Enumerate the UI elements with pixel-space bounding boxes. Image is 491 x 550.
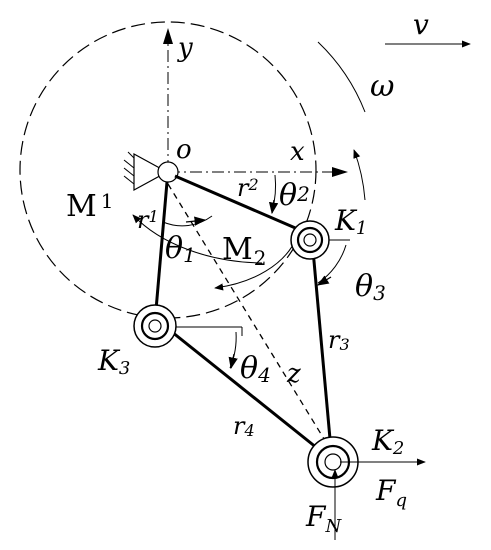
moment-m2-arc xyxy=(214,238,297,291)
fq-subscript: q xyxy=(395,490,407,511)
label-m2: M2 xyxy=(222,232,266,270)
label-theta3: θ3 xyxy=(355,269,386,305)
m2-symbol: M xyxy=(222,232,253,267)
theta2-arrow xyxy=(268,199,279,215)
m1-symbol: M xyxy=(66,189,97,224)
theta4-arrow xyxy=(228,353,238,370)
joint-k1 xyxy=(290,220,330,260)
y-axis-arrowhead xyxy=(163,28,173,44)
label-k1: K1 xyxy=(334,204,367,239)
theta1-arc xyxy=(162,215,213,227)
pivot-support xyxy=(123,151,179,192)
r1-symbol: r xyxy=(137,206,150,234)
label-z: z xyxy=(286,359,301,389)
label-r4: r4 xyxy=(233,412,255,440)
r4-subscript: 4 xyxy=(243,421,254,440)
joint-k3 xyxy=(133,304,177,348)
r2-subscript: 2 xyxy=(247,175,258,194)
theta1-arrow xyxy=(185,216,207,226)
theta4-subscript: 4 xyxy=(257,363,271,387)
label-k3: K3 xyxy=(97,344,130,379)
r3-subscript: 3 xyxy=(339,335,349,354)
theta1-symbol: θ xyxy=(165,231,183,266)
link-r1 xyxy=(154,181,169,311)
label-k2: K2 xyxy=(371,424,404,459)
fn-subscript: N xyxy=(324,516,342,537)
fq-symbol: F xyxy=(375,474,397,507)
moment-m1-arc xyxy=(132,214,263,264)
r4-symbol: r xyxy=(233,412,246,440)
link-r4 xyxy=(171,330,323,454)
label-fq: Fq xyxy=(375,474,407,511)
theta4-symbol: θ xyxy=(240,351,258,386)
label-x: x xyxy=(290,137,305,167)
r3-symbol: r xyxy=(328,326,341,354)
label-r1: r1 xyxy=(137,206,159,234)
label-y: y xyxy=(177,33,193,63)
label-theta2: θ2 xyxy=(279,178,310,213)
r2-symbol: r xyxy=(237,174,250,202)
theta2-symbol: θ xyxy=(279,178,297,213)
label-v: v xyxy=(413,8,429,41)
theta4-arc xyxy=(229,331,237,369)
theta3-symbol: θ xyxy=(355,269,373,304)
label-theta1: θ1 xyxy=(165,231,196,267)
k1-symbol: K xyxy=(334,204,358,237)
label-fn: FN xyxy=(305,500,342,537)
theta3-arrow xyxy=(317,275,332,286)
theta2-subscript: 2 xyxy=(296,182,310,206)
label-r2: r2 xyxy=(237,174,259,202)
x-axis-arrowhead xyxy=(332,167,348,177)
m2-subscript: 2 xyxy=(254,246,267,270)
k3-subscript: 3 xyxy=(119,358,130,379)
m1-subscript: 1 xyxy=(101,189,114,213)
label-omega: ω xyxy=(370,69,394,104)
link-z xyxy=(167,183,333,453)
label-theta4: θ4 xyxy=(240,351,271,387)
fn-symbol: F xyxy=(305,500,327,533)
r1-subscript: 1 xyxy=(148,207,158,226)
link-r2 xyxy=(174,174,301,232)
omega-arc-lower xyxy=(353,149,366,201)
k2-subscript: 2 xyxy=(392,438,404,459)
label-r3: r3 xyxy=(328,326,350,354)
label-o: o xyxy=(176,135,192,165)
theta3-subscript: 3 xyxy=(373,281,386,305)
omega-arc-upper xyxy=(317,41,366,113)
k1-subscript: 1 xyxy=(356,218,367,239)
k3-symbol: K xyxy=(97,344,121,377)
theta1-subscript: 1 xyxy=(183,243,196,267)
k2-symbol: K xyxy=(371,424,395,457)
link-r3 xyxy=(311,249,333,451)
